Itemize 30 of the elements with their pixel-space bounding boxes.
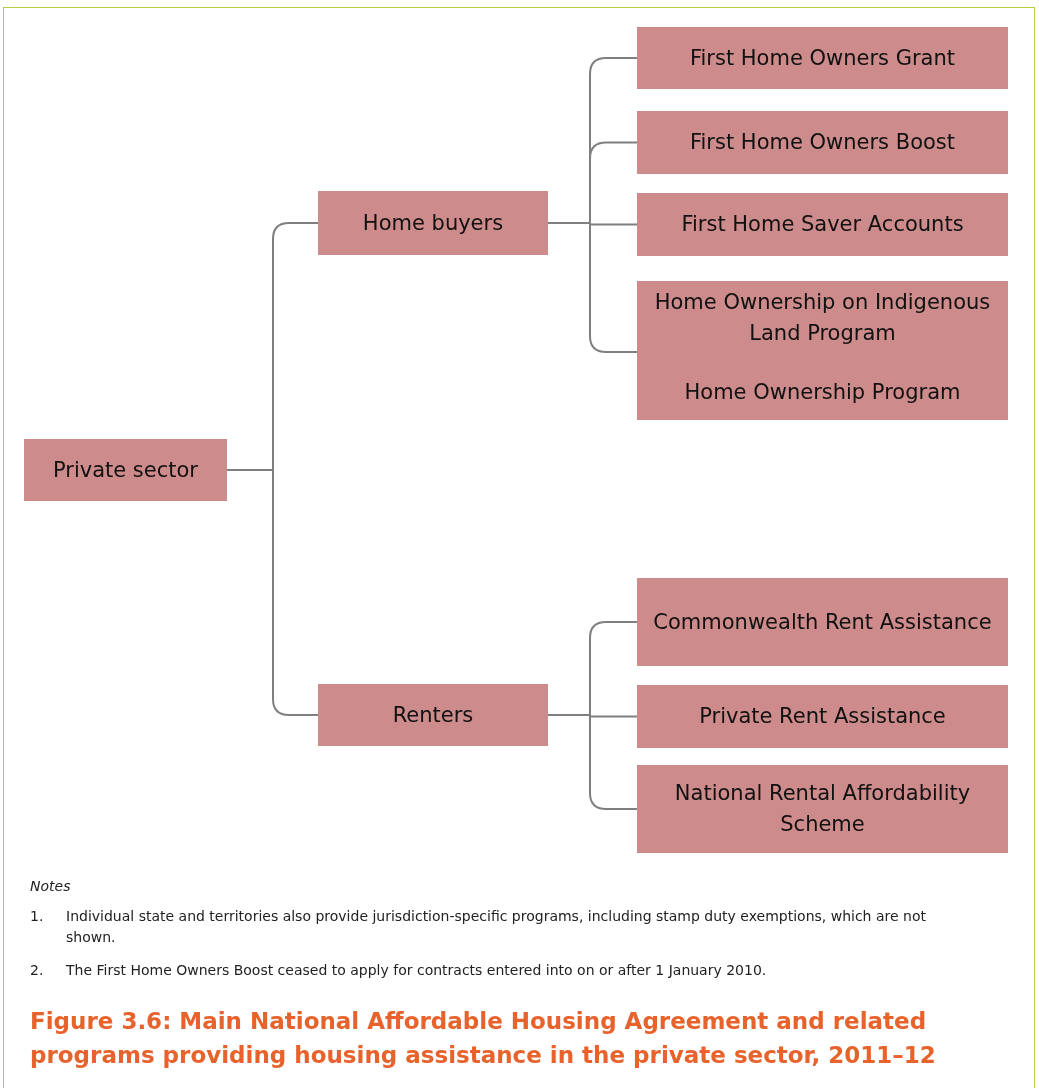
program-box (637, 578, 1008, 666)
program-box (318, 684, 548, 746)
box-label: Private sector (53, 456, 198, 484)
note-number: 1. (30, 907, 44, 926)
program-box (637, 765, 1008, 853)
box-label: National Rental Affordability Scheme (673, 780, 972, 838)
box-label: First Home Owners Boost (690, 129, 955, 156)
box-label: Renters (392, 701, 474, 729)
program-box (637, 193, 1008, 256)
connector-line (547, 222, 638, 353)
figure-caption: Figure 3.6: Main National Affordable Housing Agreement and related programs providing housing assistance in the private sector, 2011–12 (30, 1007, 937, 1070)
box-label: Home Ownership on Indigenous Land Program (653, 289, 992, 347)
program-box (637, 27, 1008, 89)
note-text: Individual state and territories also provide jurisdiction-specific programs, including stamp duty exemptions, which are not shown. (66, 907, 927, 947)
notes-heading: Notes (30, 877, 71, 896)
box-label: Home buyers (362, 209, 504, 237)
note-number: 2. (30, 961, 44, 980)
box-label: First Home Owners Grant (689, 44, 956, 72)
note-text: The First Home Owners Boost ceased to apply for contracts entered into on or after 1 January 2010. (66, 961, 768, 980)
box-label: Private Rent Assistance (699, 703, 946, 730)
program-box (637, 685, 1008, 748)
program-box (637, 281, 1008, 420)
connector-line (226, 469, 319, 716)
box-label: Home Ownership Program (684, 379, 961, 406)
program-box (24, 439, 227, 501)
program-box (637, 111, 1008, 174)
box-label: Commonwealth Rent Assistance (653, 608, 992, 636)
connector-line (547, 714, 638, 810)
program-box (318, 191, 548, 255)
box-label: First Home Saver Accounts (681, 211, 964, 238)
